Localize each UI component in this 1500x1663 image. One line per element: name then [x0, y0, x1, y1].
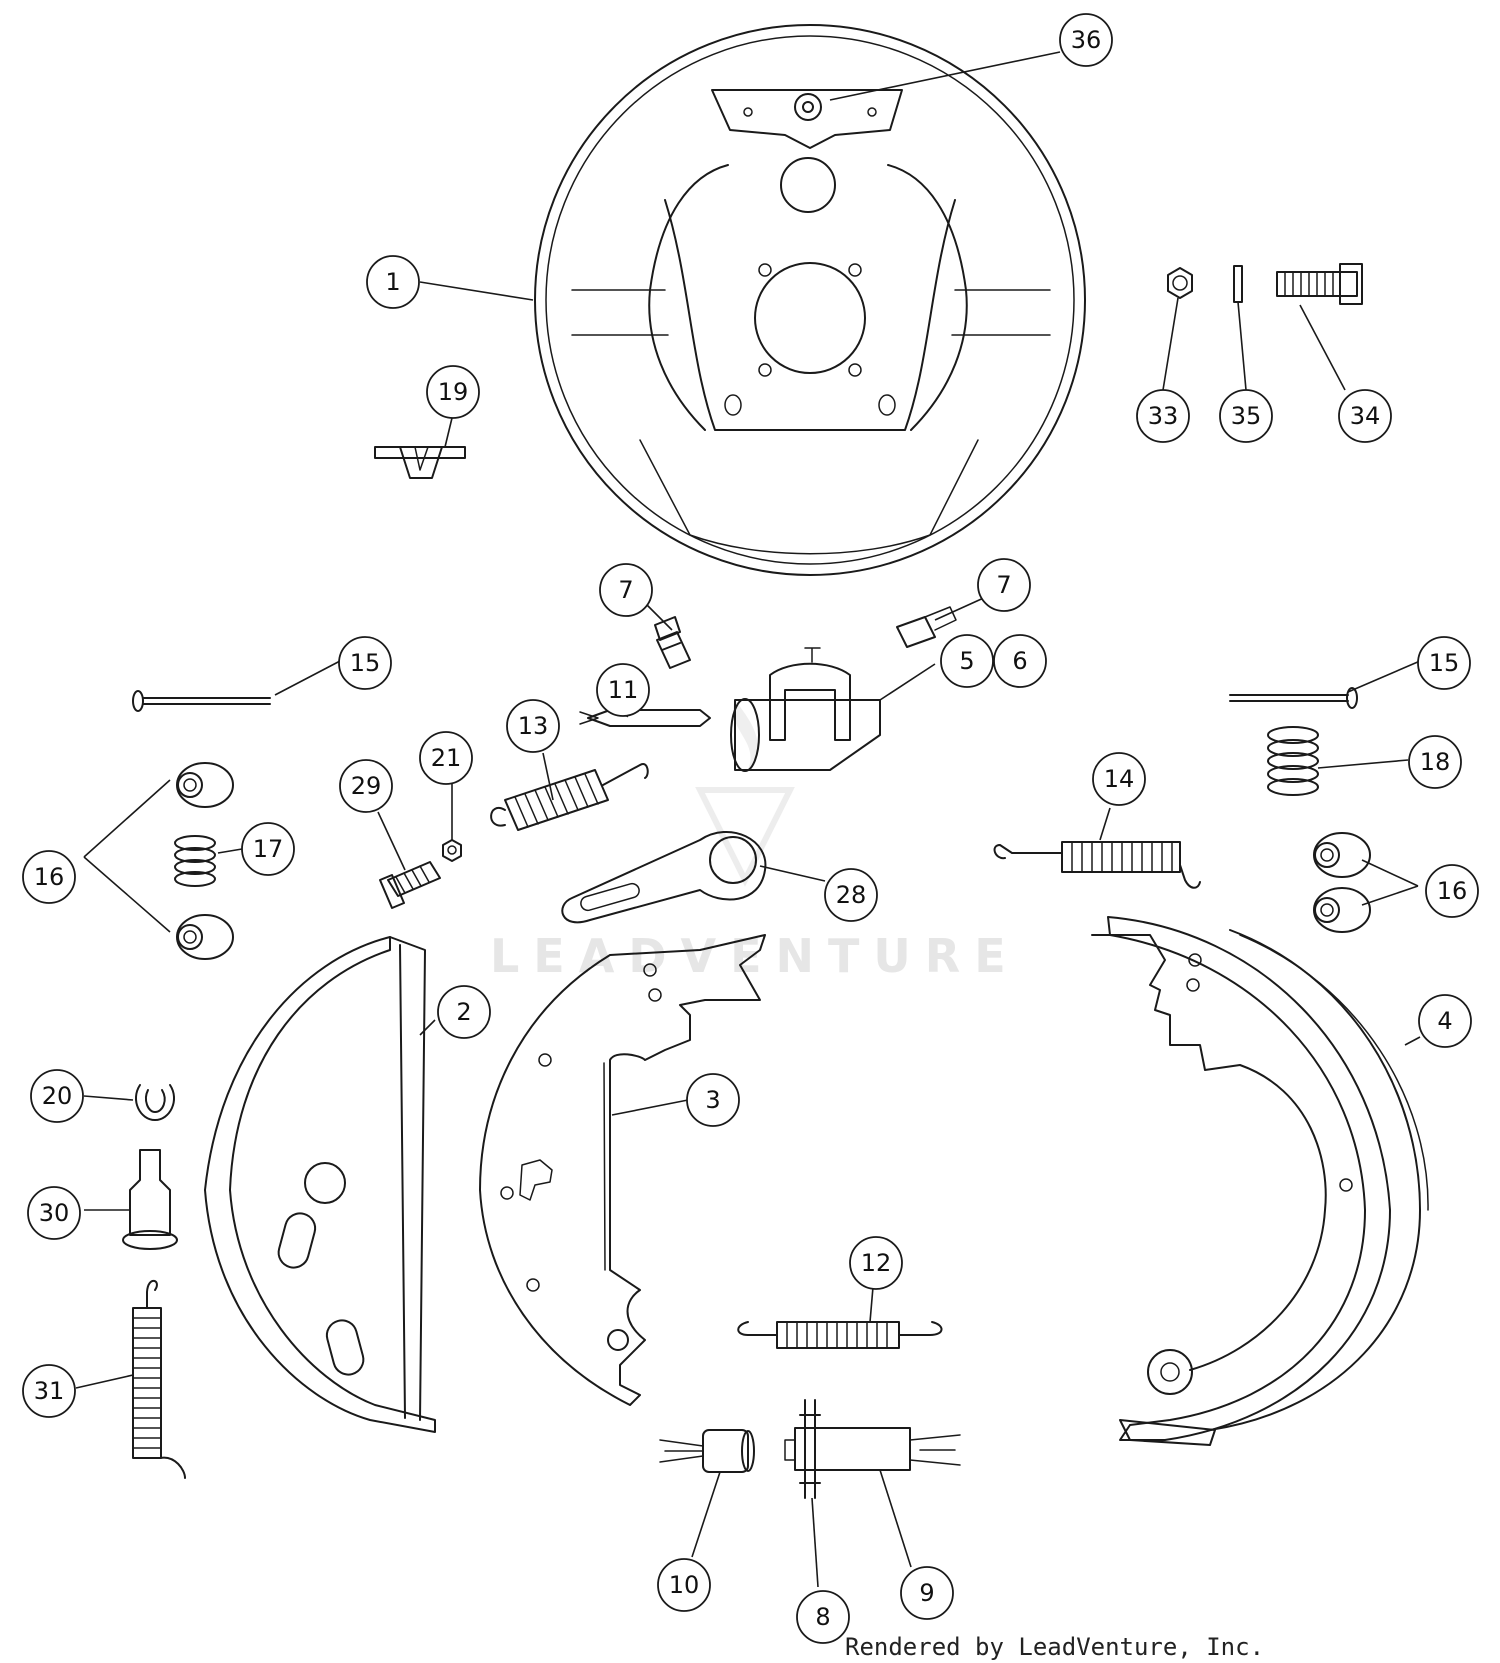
- bushing-right-bottom: [1313, 887, 1371, 933]
- svg-text:19: 19: [438, 378, 469, 406]
- callout-8: 8: [796, 1590, 850, 1644]
- svg-text:10: 10: [669, 1571, 700, 1599]
- callout-7-right: 7: [977, 558, 1031, 612]
- bushing-right-top: [1313, 832, 1371, 878]
- callout-7-left: 7: [599, 563, 653, 617]
- c-clip: [135, 1084, 175, 1121]
- return-spring-31: [132, 1279, 186, 1479]
- svg-text:21: 21: [431, 744, 462, 772]
- callout-31: 31: [22, 1364, 76, 1418]
- svg-text:4: 4: [1437, 1007, 1452, 1035]
- watermark-logo-icon: [695, 700, 795, 887]
- hold-down-pin-right: [1229, 687, 1358, 709]
- return-spring-13: [490, 763, 649, 831]
- svg-text:11: 11: [608, 676, 639, 704]
- svg-text:2: 2: [456, 998, 471, 1026]
- callout-14: 14: [1092, 752, 1146, 806]
- callout-16-left: 16: [22, 850, 76, 904]
- hex-bolt: [1276, 263, 1363, 305]
- wheel-cylinder: [730, 647, 881, 772]
- callout-29: 29: [339, 759, 393, 813]
- svg-text:17: 17: [253, 835, 284, 863]
- push-rod: [579, 709, 711, 727]
- callout-12: 12: [849, 1236, 903, 1290]
- hold-down-spring-18: [1267, 726, 1319, 796]
- hex-nut: [1167, 267, 1193, 299]
- callout-2: 2: [437, 985, 491, 1039]
- brake-shoe-left: [204, 936, 436, 1433]
- svg-text:16: 16: [1437, 877, 1468, 905]
- adjuster-screw: [784, 1399, 961, 1499]
- credit-text: Rendered by LeadVenture, Inc.: [845, 1633, 1264, 1661]
- callout-19: 19: [426, 365, 480, 419]
- svg-text:15: 15: [1429, 649, 1460, 677]
- adjuster-bolt: [379, 861, 441, 909]
- callout-21: 21: [419, 731, 473, 785]
- svg-text:28: 28: [836, 881, 867, 909]
- hold-down-clip: [374, 446, 466, 479]
- callout-15-left: 15: [338, 636, 392, 690]
- bleeder-screw-right: [896, 606, 957, 648]
- svg-text:34: 34: [1350, 402, 1381, 430]
- adjuster-plunger: [659, 1429, 755, 1473]
- svg-text:33: 33: [1148, 402, 1179, 430]
- bleeder-screw-left: [654, 616, 691, 669]
- svg-text:7: 7: [618, 576, 633, 604]
- svg-text:29: 29: [351, 772, 382, 800]
- callout-10: 10: [657, 1558, 711, 1612]
- return-spring-14: [993, 841, 1201, 889]
- callout-13: 13: [506, 699, 560, 753]
- leader-lines: [75, 51, 1421, 1588]
- callout-11: 11: [596, 663, 650, 717]
- callout-33: 33: [1136, 389, 1190, 443]
- svg-text:14: 14: [1104, 765, 1135, 793]
- callout-4: 4: [1418, 994, 1472, 1048]
- backing-plate: [534, 24, 1086, 576]
- return-spring-12: [737, 1321, 943, 1349]
- svg-text:13: 13: [518, 712, 549, 740]
- brake-shoe-right: [1091, 916, 1429, 1446]
- pivot-pin: [122, 1149, 178, 1250]
- callout-30: 30: [27, 1186, 81, 1240]
- svg-text:16: 16: [34, 863, 65, 891]
- svg-text:30: 30: [39, 1199, 70, 1227]
- svg-text:35: 35: [1231, 402, 1262, 430]
- callout-1: 1: [366, 255, 420, 309]
- svg-text:9: 9: [919, 1579, 934, 1607]
- svg-text:1: 1: [385, 268, 400, 296]
- svg-text:15: 15: [350, 649, 381, 677]
- svg-text:36: 36: [1071, 26, 1102, 54]
- svg-text:20: 20: [42, 1082, 73, 1110]
- lock-washer: [1233, 265, 1243, 303]
- callout-28: 28: [824, 868, 878, 922]
- svg-text:31: 31: [34, 1377, 65, 1405]
- callout-36: 36: [1059, 13, 1113, 67]
- callout-3: 3: [686, 1073, 740, 1127]
- adjuster-lever: [561, 830, 767, 924]
- callout-17: 17: [241, 822, 295, 876]
- callout-34: 34: [1338, 389, 1392, 443]
- callout-15-right: 15: [1417, 636, 1471, 690]
- callout-18: 18: [1408, 735, 1462, 789]
- svg-text:6: 6: [1012, 647, 1027, 675]
- hold-down-pin-left: [132, 690, 271, 712]
- callout-6: 6: [993, 634, 1047, 688]
- svg-text:3: 3: [705, 1086, 720, 1114]
- adjuster-nut: [442, 839, 462, 862]
- svg-text:7: 7: [996, 571, 1011, 599]
- shoe-web-plate: [479, 934, 766, 1406]
- hold-down-spring-17: [174, 835, 216, 887]
- svg-text:5: 5: [959, 647, 974, 675]
- bushing-left-top: [176, 762, 234, 808]
- svg-text:18: 18: [1420, 748, 1451, 776]
- svg-text:12: 12: [861, 1249, 892, 1277]
- callout-5: 5: [940, 634, 994, 688]
- callout-16-right: 16: [1425, 864, 1479, 918]
- callout-20: 20: [30, 1069, 84, 1123]
- svg-text:8: 8: [815, 1603, 830, 1631]
- callout-35: 35: [1219, 389, 1273, 443]
- bushing-left-bottom: [176, 914, 234, 960]
- callout-9: 9: [900, 1566, 954, 1620]
